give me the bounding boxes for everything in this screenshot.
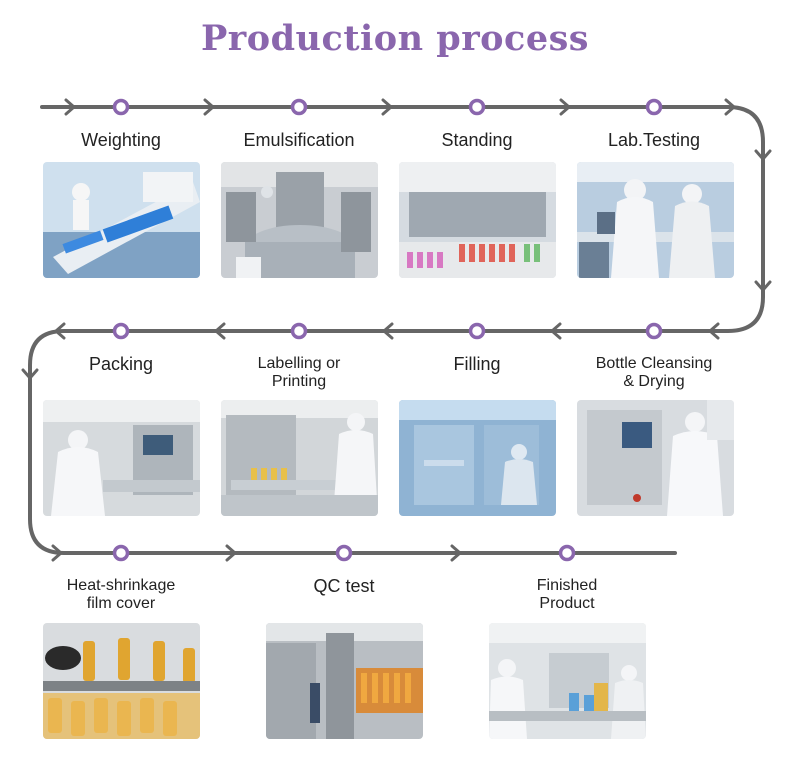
step-node: [471, 101, 484, 114]
step-node: [561, 547, 574, 560]
step-label-standing: Standing: [387, 131, 567, 149]
finished-product-photo: [489, 623, 646, 739]
emulsification-photo: [221, 162, 378, 278]
lab-testing-photo: [577, 162, 734, 278]
qc-test-photo: [266, 623, 423, 739]
step-node: [115, 325, 128, 338]
step-node: [115, 547, 128, 560]
step-label-filling: Filling: [387, 355, 567, 373]
step-label-emulsification: Emulsification: [209, 131, 389, 149]
step-node: [648, 101, 661, 114]
packing-photo: [43, 400, 200, 516]
step-label-bottle-cleansing: Bottle Cleansing& Drying: [564, 355, 744, 391]
step-node: [115, 101, 128, 114]
step-node: [648, 325, 661, 338]
step-label-qc-test: QC test: [254, 577, 434, 595]
step-node: [471, 325, 484, 338]
step-label-weighting: Weighting: [31, 131, 211, 149]
step-label-lab-testing: Lab.Testing: [564, 131, 744, 149]
step-label-packing: Packing: [31, 355, 211, 373]
bottle-cleansing-photo: [577, 400, 734, 516]
labelling-photo: [221, 400, 378, 516]
step-node: [293, 325, 306, 338]
weighting-photo: [43, 162, 200, 278]
step-node: [338, 547, 351, 560]
step-node: [293, 101, 306, 114]
filling-photo: [399, 400, 556, 516]
heat-shrinkage-photo: [43, 623, 200, 739]
standing-photo: [399, 162, 556, 278]
